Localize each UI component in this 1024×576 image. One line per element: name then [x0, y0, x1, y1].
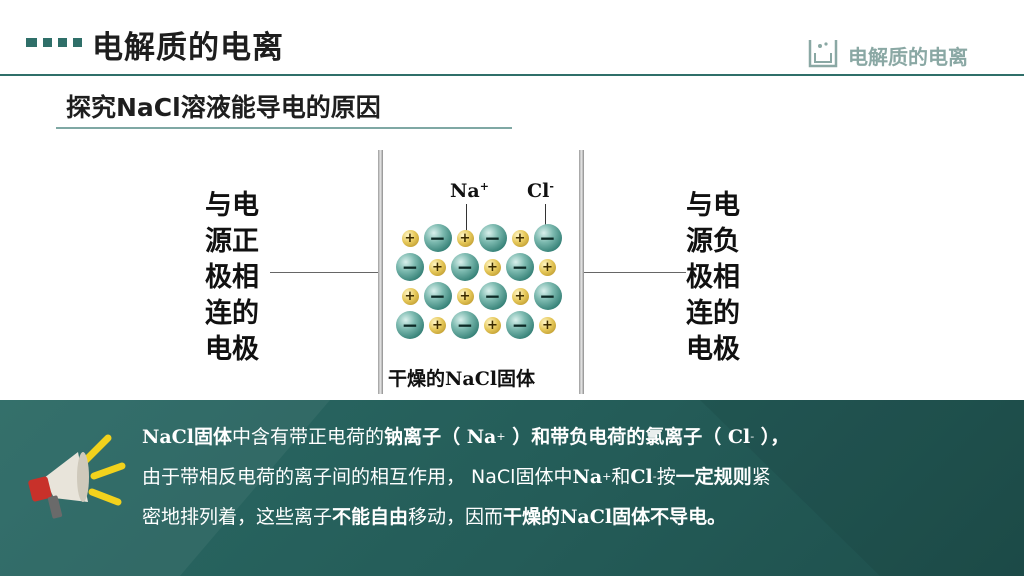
na-charge: +	[479, 180, 489, 193]
na-pointer-line	[466, 204, 467, 232]
negative-electrode	[579, 150, 584, 394]
left-connector-line	[270, 272, 380, 273]
sodium-ion: +	[484, 316, 501, 334]
subtitle-underline	[56, 127, 512, 129]
chloride-ion: −	[533, 224, 562, 252]
text-fragment: 固体	[194, 426, 233, 448]
text-fragment: ）和	[505, 426, 551, 448]
sodium-ion: +	[511, 229, 529, 247]
label-line: 与电	[205, 190, 259, 221]
text-fragment: 按	[656, 466, 676, 488]
sodium-ion: +	[401, 229, 419, 247]
positive-electrode-label: 与电 源正 极相 连的 电极	[205, 188, 275, 368]
page-title: 电解质的电离	[92, 30, 284, 66]
sodium-ion: +	[484, 258, 501, 276]
text-fragment: NaCl	[560, 506, 613, 528]
text-fragment: 带负电荷的氯离子	[550, 426, 703, 448]
sodium-ion: +	[539, 316, 556, 334]
chloride-ion: −	[451, 253, 479, 281]
sodium-ion-label: Na+	[450, 180, 489, 202]
explanation-text: NaCl固体中含有带正电荷的钠离子（ Na+ ）和带负电荷的氯离子（ Cl- ）…	[142, 417, 1002, 537]
label-line: 源正	[205, 226, 259, 257]
dry-nacl-caption: 干燥的NaCl固体	[388, 364, 535, 391]
chloride-ion: −	[451, 311, 479, 339]
chloride-ion-label: Cl-	[527, 180, 554, 202]
text-fragment: NaCl	[142, 426, 195, 448]
megaphone-icon	[28, 434, 126, 519]
label-line: 极相	[205, 262, 259, 293]
header-decor-dots	[26, 38, 82, 47]
chloride-ion: −	[478, 224, 507, 252]
label-line: 电极	[686, 334, 740, 365]
text-fragment: 固体不导电。	[612, 506, 727, 528]
text-fragment: 中含有带正电荷的	[232, 426, 385, 448]
text-fragment: 紧	[751, 466, 771, 488]
text-fragment: 一定规则	[675, 466, 752, 488]
chloride-ion: −	[506, 253, 534, 281]
explanation-line-1: NaCl固体中含有带正电荷的钠离子（ Na+ ）和带负电荷的氯离子（ Cl- ）…	[142, 417, 1002, 457]
negative-electrode-label: 与电 源负 极相 连的 电极	[686, 188, 756, 368]
text-fragment: （ Na	[441, 426, 497, 448]
sodium-ion: +	[429, 316, 446, 334]
label-line: 源负	[686, 226, 740, 257]
text-fragment: 钠离子	[384, 426, 442, 448]
explanation-line-3: 密地排列着，这些离子不能自由移动，因而干燥的NaCl固体不导电。	[142, 497, 1002, 537]
text-fragment: 移动，因而	[408, 506, 504, 528]
text-fragment: 干燥的	[503, 506, 561, 528]
text-fragment: +	[602, 470, 612, 483]
explanation-line-2: 由于带相反电荷的离子间的相互作用， NaCl固体中Na+和Cl-按一定规则紧	[142, 457, 1002, 497]
text-fragment: Cl	[630, 466, 653, 488]
header-section-label: 电解质的电离	[848, 45, 968, 69]
label-line: 极相	[686, 262, 740, 293]
text-fragment: 不能自由	[332, 506, 409, 528]
cl-pointer-line	[545, 204, 546, 226]
sodium-ion: +	[539, 258, 556, 276]
beaker-logo-icon	[808, 40, 838, 68]
text-fragment: ），	[754, 426, 790, 448]
sodium-ion: +	[429, 258, 446, 276]
text-fragment: -	[652, 470, 657, 483]
chloride-ion: −	[533, 282, 562, 310]
chloride-ion: −	[423, 282, 452, 310]
label-line: 连的	[686, 298, 740, 329]
sodium-ion: +	[456, 229, 474, 247]
caption-prefix: 干燥的	[388, 368, 446, 390]
nacl-crystal-lattice: +−+−+−−+−+−++−+−+−−+−+−+	[396, 224, 566, 344]
header-divider	[0, 74, 1024, 76]
sodium-ion: +	[456, 287, 474, 305]
explanation-banner	[0, 400, 1024, 576]
text-fragment: 密地排列着，这些离子	[142, 506, 333, 528]
chloride-ion: −	[423, 224, 452, 252]
text-fragment: -	[750, 430, 755, 443]
positive-electrode	[378, 150, 383, 394]
text-fragment: 和	[611, 466, 631, 488]
label-line: 电极	[205, 334, 259, 365]
chloride-ion: −	[506, 311, 534, 339]
label-line: 与电	[686, 190, 740, 221]
text-fragment: （ Cl	[702, 426, 751, 448]
text-fragment: Na	[572, 466, 603, 488]
sodium-ion: +	[511, 287, 529, 305]
chloride-ion: −	[396, 253, 424, 281]
right-connector-line	[584, 272, 686, 273]
chloride-ion: −	[396, 311, 424, 339]
section-subtitle: 探究NaCl溶液能导电的原因	[66, 93, 381, 122]
banner-decor-shapes	[0, 400, 1024, 576]
sodium-ion: +	[401, 287, 419, 305]
text-fragment: 由于带相反电荷的离子间的相互作用， NaCl固体中	[142, 466, 573, 488]
cl-symbol: Cl	[527, 180, 550, 202]
na-symbol: Na	[450, 180, 480, 202]
label-line: 连的	[205, 298, 259, 329]
chloride-ion: −	[478, 282, 507, 310]
caption-suffix: 固体	[497, 368, 536, 390]
text-fragment: +	[496, 430, 506, 443]
caption-formula: NaCl	[445, 368, 498, 390]
cl-charge: -	[549, 180, 554, 193]
